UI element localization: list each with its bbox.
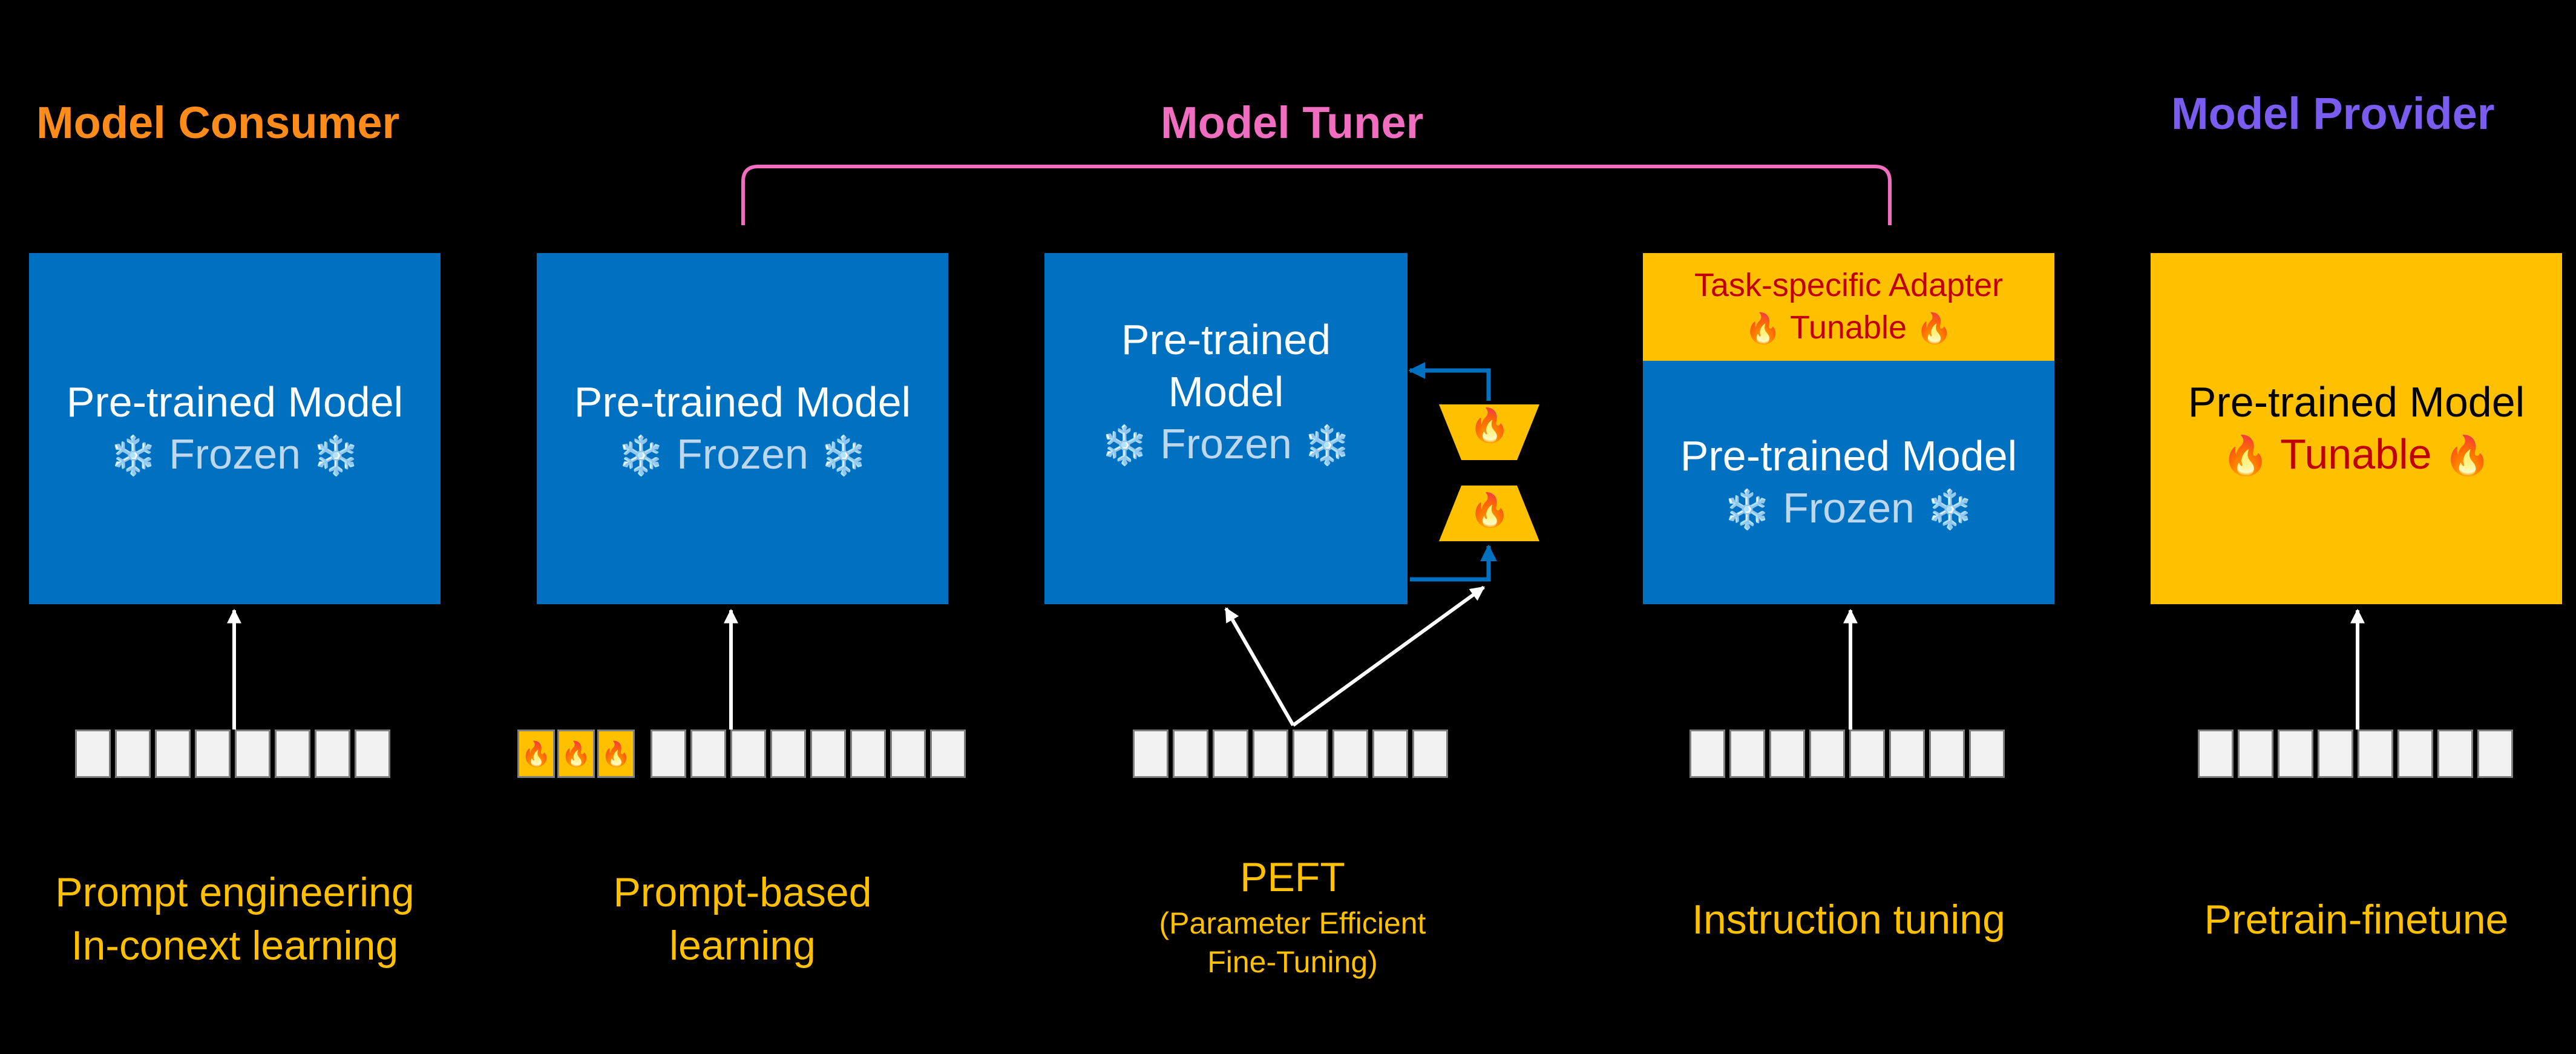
input-token bbox=[1849, 730, 1885, 778]
input-token bbox=[1293, 730, 1328, 778]
frozen-label: ❄️ Frozen ❄️ bbox=[110, 430, 360, 478]
input-token bbox=[1929, 730, 1965, 778]
input-token bbox=[2358, 730, 2393, 778]
input-token bbox=[2437, 730, 2473, 778]
input-token bbox=[355, 730, 390, 778]
input-token bbox=[2477, 730, 2513, 778]
input-token bbox=[1889, 730, 1925, 778]
input-token bbox=[890, 730, 926, 778]
input-token bbox=[730, 730, 766, 778]
snowflake-icon: ❄️ bbox=[110, 434, 157, 477]
frozen-label: ❄️ Frozen ❄️ bbox=[617, 430, 868, 478]
input-token bbox=[2238, 730, 2273, 778]
snowflake-icon: ❄️ bbox=[1101, 424, 1149, 467]
snowflake-icon: ❄️ bbox=[617, 434, 665, 477]
model-box-provider: Pre-trained Model 🔥 Tunable 🔥 bbox=[2151, 253, 2562, 604]
input-token bbox=[315, 730, 350, 778]
frozen-label: ❄️ Frozen ❄️ bbox=[1723, 484, 1974, 532]
input-token bbox=[2397, 730, 2433, 778]
fire-icon: 🔥 bbox=[521, 740, 551, 768]
role-model-tuner: Model Tuner bbox=[1161, 97, 1424, 148]
fire-icon: 🔥 bbox=[1745, 312, 1781, 345]
input-token bbox=[1969, 730, 2005, 778]
input-token bbox=[1253, 730, 1288, 778]
fire-icon: 🔥 bbox=[1916, 312, 1953, 345]
caption-instruction-tuning: Instruction tuning bbox=[1692, 897, 2005, 943]
input-token bbox=[1689, 730, 1725, 778]
input-token bbox=[1729, 730, 1765, 778]
model-label: Pre-trained Model bbox=[66, 378, 404, 426]
model-box-peft: Pre-trained Model ❄️ Frozen ❄️ bbox=[1044, 253, 1408, 604]
adapter-input-arrow bbox=[1410, 544, 1497, 582]
input-token bbox=[155, 730, 191, 778]
soft-prompt-token: 🔥 bbox=[517, 730, 555, 778]
input-token bbox=[930, 730, 966, 778]
input-arrow-3a bbox=[1224, 607, 1295, 726]
fire-icon: 🔥 bbox=[601, 740, 631, 768]
input-token bbox=[2198, 730, 2234, 778]
fire-icon: 🔥 bbox=[2443, 434, 2491, 477]
model-label: Pre-trained Model bbox=[574, 378, 911, 426]
input-token bbox=[690, 730, 726, 778]
input-token bbox=[810, 730, 846, 778]
input-token bbox=[651, 730, 686, 778]
snowflake-icon: ❄️ bbox=[1926, 488, 1974, 531]
input-token bbox=[115, 730, 151, 778]
soft-prompt-token: 🔥 bbox=[597, 730, 635, 778]
caption-pretrain-finetune: Pretrain-finetune bbox=[2204, 897, 2509, 943]
input-arrow-3b bbox=[1292, 585, 1485, 727]
role-model-provider: Model Provider bbox=[2171, 88, 2495, 139]
model-box-consumer: Pre-trained Model ❄️ Frozen ❄️ bbox=[29, 253, 441, 604]
model-box-prompt-based: Pre-trained Model ❄️ Frozen ❄️ bbox=[537, 253, 948, 604]
input-token bbox=[770, 730, 806, 778]
caption-peft: PEFT (Parameter Efficient Fine-Tuning) bbox=[1159, 854, 1426, 979]
input-token bbox=[1133, 730, 1168, 778]
snowflake-icon: ❄️ bbox=[820, 434, 868, 477]
input-token bbox=[275, 730, 310, 778]
soft-prompt-token: 🔥 bbox=[557, 730, 595, 778]
input-token bbox=[1213, 730, 1248, 778]
input-token bbox=[1173, 730, 1208, 778]
input-token bbox=[1412, 730, 1448, 778]
input-token bbox=[1372, 730, 1408, 778]
model-label: Pre-trained Model bbox=[1680, 432, 2017, 479]
snowflake-icon: ❄️ bbox=[312, 434, 360, 477]
adapter-label: Task-specific Adapter bbox=[1694, 267, 2004, 303]
model-label: Pre-trained Model bbox=[2188, 378, 2525, 426]
model-label: Pre-trained bbox=[1121, 316, 1331, 363]
fire-icon: 🔥 bbox=[1469, 407, 1510, 444]
role-model-consumer: Model Consumer bbox=[36, 97, 400, 148]
fire-icon: 🔥 bbox=[2221, 434, 2269, 477]
caption-prompt-based: Prompt-based learning bbox=[613, 869, 872, 969]
task-specific-adapter: Task-specific Adapter 🔥 Tunable 🔥 bbox=[1643, 253, 2054, 361]
input-token bbox=[850, 730, 886, 778]
model-tuner-bracket bbox=[741, 165, 1892, 225]
input-token bbox=[235, 730, 270, 778]
caption-prompt-engineering: Prompt engineering In-conext learning bbox=[55, 869, 415, 969]
fire-icon: 🔥 bbox=[561, 740, 591, 768]
input-token bbox=[1809, 730, 1845, 778]
model-box-instruction: Pre-trained Model ❄️ Frozen ❄️ bbox=[1643, 361, 2054, 604]
fire-icon: 🔥 bbox=[1469, 492, 1510, 529]
snowflake-icon: ❄️ bbox=[1723, 488, 1771, 531]
snowflake-icon: ❄️ bbox=[1303, 424, 1351, 467]
input-token bbox=[1769, 730, 1805, 778]
input-token bbox=[1332, 730, 1368, 778]
adapter-up-projection bbox=[1439, 486, 1539, 541]
input-token bbox=[195, 730, 231, 778]
adapter-output-arrow bbox=[1408, 362, 1491, 401]
adapter-down-projection bbox=[1439, 404, 1539, 460]
input-token bbox=[2318, 730, 2353, 778]
frozen-label: ❄️ Frozen ❄️ bbox=[1101, 420, 1351, 467]
input-token bbox=[75, 730, 111, 778]
model-label: Model bbox=[1168, 368, 1284, 415]
tunable-label: 🔥 Tunable 🔥 bbox=[2221, 430, 2491, 478]
input-token bbox=[2278, 730, 2313, 778]
tunable-label: 🔥 Tunable 🔥 bbox=[1745, 309, 1953, 346]
